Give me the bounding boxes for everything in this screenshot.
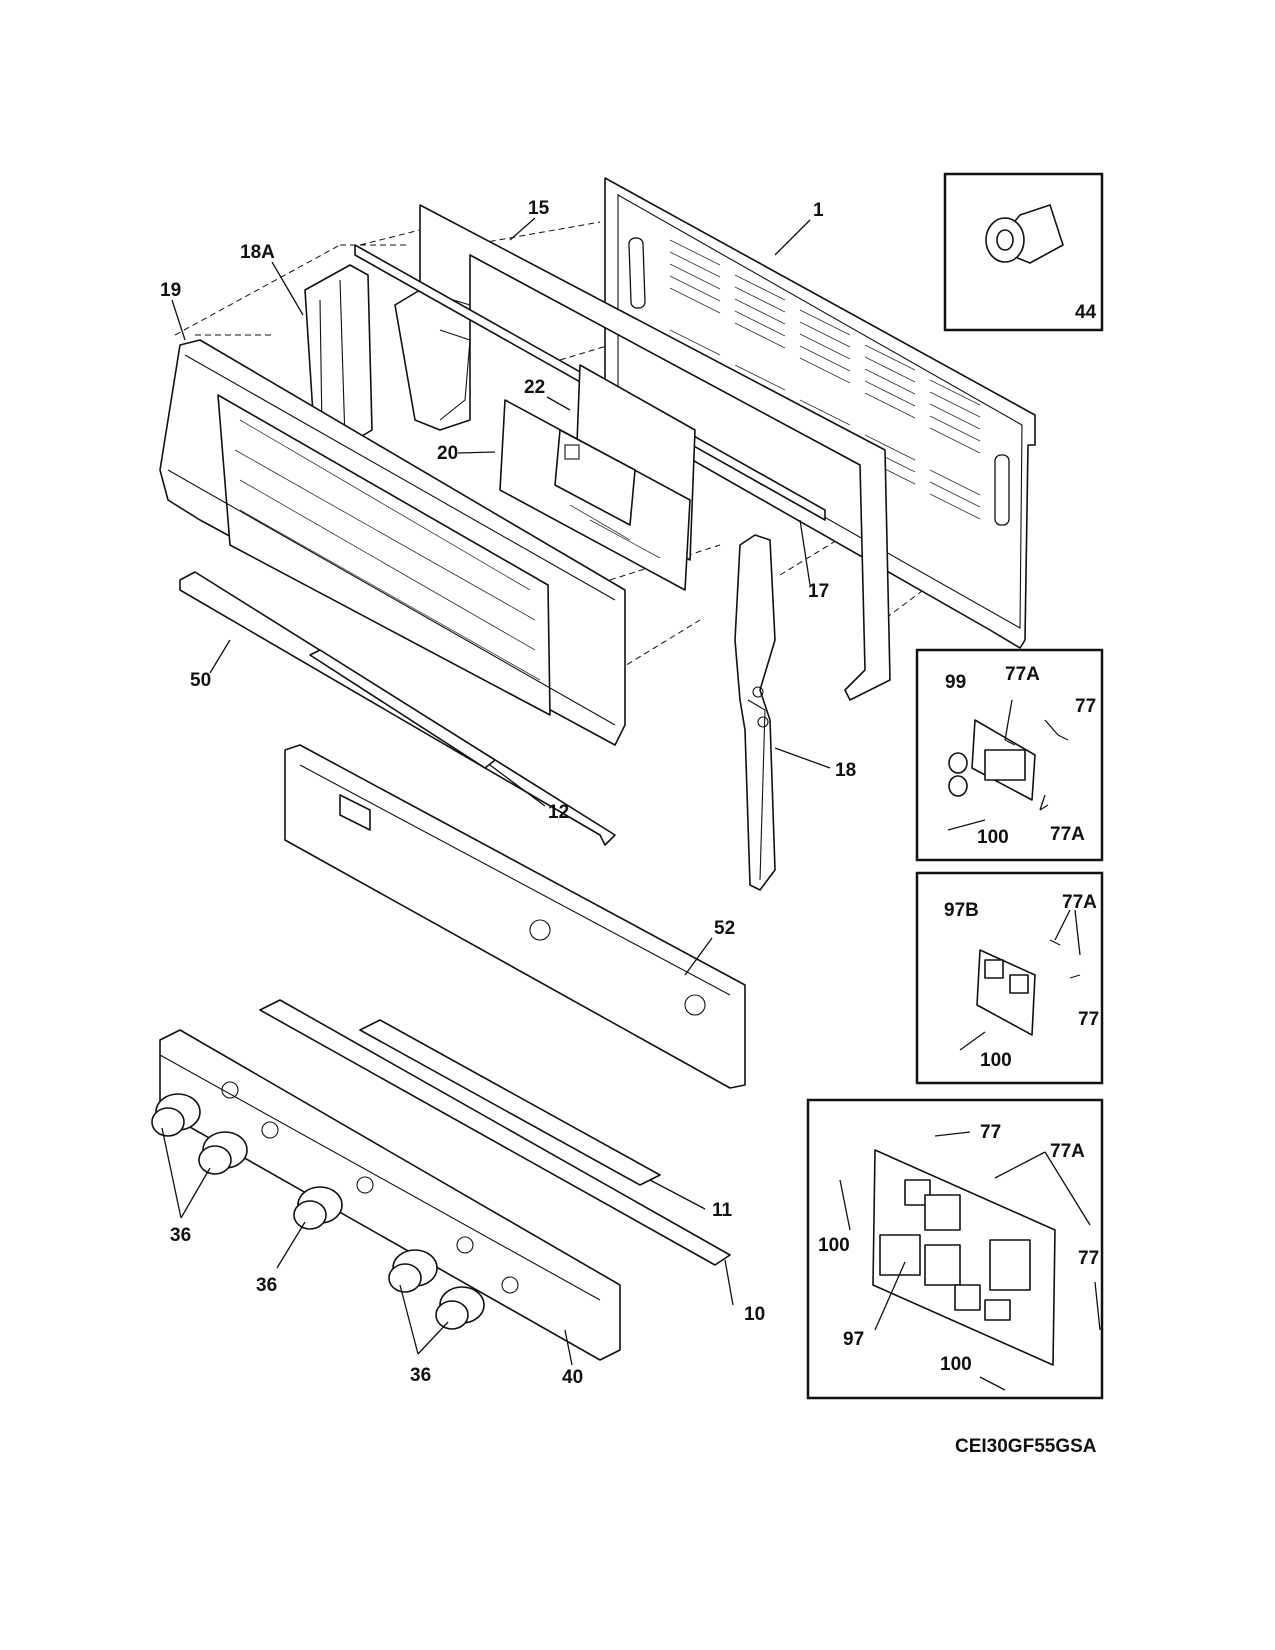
control-panel-housing	[159, 339, 626, 746]
knob-2	[198, 1131, 248, 1175]
callout-19: 19	[160, 280, 181, 301]
callout-12: 12	[548, 802, 569, 823]
inset-c-callout-97: 97	[843, 1329, 864, 1350]
inset-b-callout-97b: 97B	[944, 900, 979, 921]
rear-vent-panel	[604, 177, 1036, 649]
inset-relay-board	[915, 871, 1104, 1085]
inset-b-callout-77: 77	[1078, 1009, 1099, 1030]
inset-a-callout-77a-bottom: 77A	[1050, 824, 1085, 845]
right-end-bracket	[734, 534, 776, 891]
callout-11: 11	[712, 1200, 733, 1221]
inset-a-callout-100: 100	[977, 827, 1009, 848]
inset-b-callout-77a: 77A	[1062, 892, 1097, 913]
inset-main-control-board	[806, 1098, 1104, 1400]
callout-52: 52	[714, 918, 735, 939]
inset-c-callout-77a: 77A	[1050, 1141, 1085, 1162]
callout-18: 18	[835, 760, 856, 781]
callout-44: 44	[1075, 302, 1097, 323]
leader-lines	[161, 217, 831, 1366]
callout-36-middle: 36	[256, 1275, 277, 1296]
callout-50: 50	[190, 670, 211, 691]
control-board-assembly	[499, 364, 696, 591]
callout-10: 10	[744, 1304, 765, 1325]
inset-transformer-board	[915, 648, 1104, 862]
small-trim	[309, 649, 496, 769]
inset-c-callout-77-right: 77	[1078, 1248, 1099, 1269]
knob-1	[151, 1093, 201, 1137]
control-knobs	[151, 1093, 485, 1330]
callout-40: 40	[562, 1367, 583, 1388]
callout-36-left: 36	[170, 1225, 191, 1246]
inset-c-callout-77-top: 77	[980, 1122, 1001, 1143]
knob-4	[388, 1249, 438, 1293]
callout-22: 22	[524, 377, 545, 398]
knob-3	[293, 1186, 343, 1230]
callout-1: 1	[813, 200, 824, 221]
callout-20: 20	[437, 443, 458, 464]
overlay-strip-10	[259, 999, 731, 1266]
inset-c-callout-100-bottom: 100	[940, 1354, 972, 1375]
knob-5	[435, 1286, 485, 1330]
inset-knob-insert	[943, 172, 1104, 332]
alignment-lines	[174, 221, 931, 676]
callout-17: 17	[808, 581, 829, 602]
inset-a-callout-77a-top: 77A	[1005, 664, 1040, 685]
inset-c-callout-100-left: 100	[818, 1235, 850, 1256]
callout-15: 15	[528, 198, 550, 219]
inset-b-callout-100: 100	[980, 1050, 1012, 1071]
callout-labels: 1 15 18A 19 22 20 17 50 18 12 52 11 10 3…	[160, 198, 1099, 1388]
callout-18a: 18A	[240, 242, 275, 263]
inset-a-callout-77: 77	[1075, 696, 1096, 717]
overlay-strip-11	[359, 1019, 661, 1186]
backguard-panel	[284, 744, 746, 1089]
back-frame	[394, 204, 891, 701]
callout-36-right: 36	[410, 1365, 431, 1386]
model-code: CEI30GF55GSA	[955, 1436, 1097, 1457]
inset-a-callout-99: 99	[945, 672, 966, 693]
